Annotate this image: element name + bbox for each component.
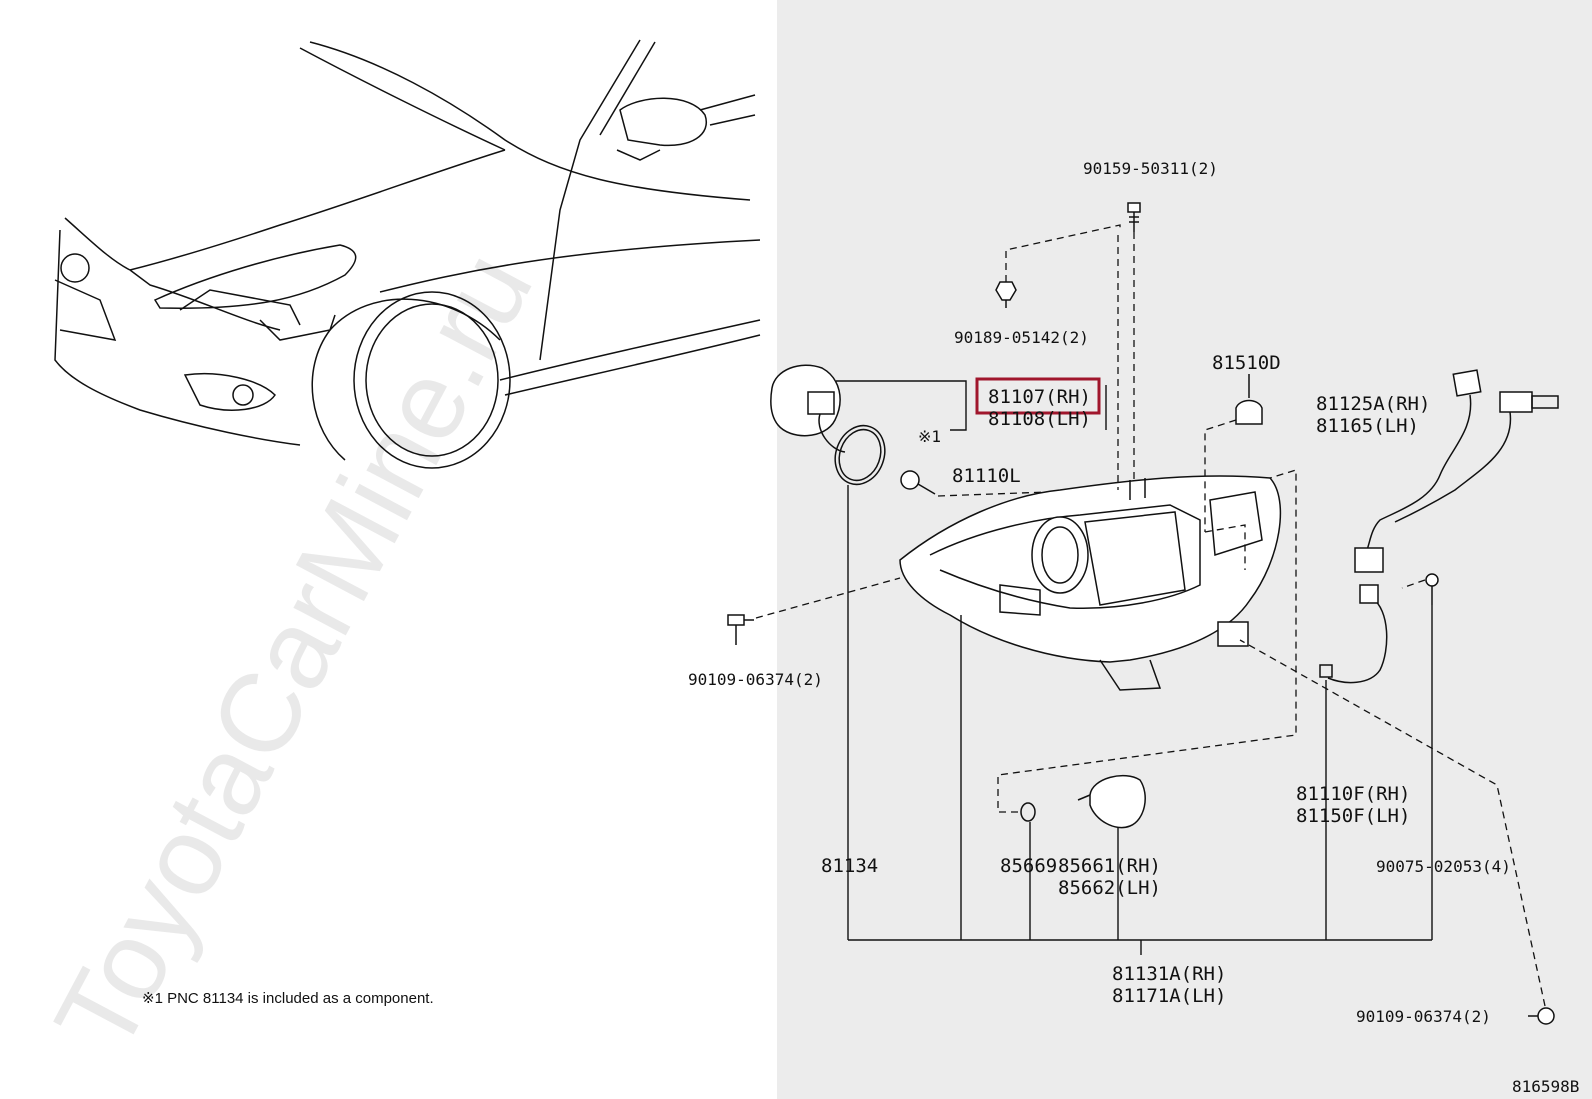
footnote: ※1 PNC 81134 is included as a component.	[142, 990, 434, 1007]
label-90109-06374-left: 90109-06374(2)	[688, 670, 823, 689]
side-bulb-81110L-icon	[900, 470, 936, 495]
leader-81107	[836, 380, 967, 431]
label-81165-lh: 81165(LH)	[1316, 415, 1419, 437]
wire-harness-81125A-icon	[1319, 369, 1559, 684]
label-90189-05142: 90189-05142(2)	[954, 328, 1089, 347]
label-81110F-rh: 81110F(RH)	[1296, 783, 1410, 805]
label-81134: 81134	[821, 855, 878, 877]
leader-85669	[997, 469, 1297, 813]
note-reference-mark: ※1	[918, 427, 941, 446]
label-90159-50311: 90159-50311(2)	[1083, 159, 1218, 178]
headlamp-cover-cap-icon	[770, 364, 886, 486]
headlamp-assembly-icon	[899, 475, 1282, 691]
label-90075-02053: 90075-02053(4)	[1376, 857, 1511, 876]
screw-90075-icon	[1425, 573, 1439, 605]
label-81110L: 81110L	[952, 465, 1021, 487]
leader-81510D	[1204, 419, 1237, 532]
leader-90109-left	[755, 577, 901, 619]
bolt-90159-icon	[1127, 202, 1141, 232]
label-81150F-lh: 81150F(LH)	[1296, 805, 1410, 827]
socket-85661-icon	[1077, 774, 1146, 829]
o-ring-85669-icon	[1020, 802, 1036, 822]
label-81131A-rh: 81131A(RH)	[1112, 963, 1226, 985]
assembly-bracket	[847, 485, 1433, 955]
label-85669: 85669	[1000, 855, 1057, 877]
bolt-90109-left-icon	[727, 614, 754, 645]
leader-90189	[1005, 224, 1121, 282]
label-85661-rh: 85661(RH)	[1058, 855, 1161, 877]
leader-81110L	[937, 491, 1049, 497]
bulb-81510D-icon	[1235, 374, 1263, 425]
watermark: ToyotaCarMine.ru	[31, 232, 556, 1071]
label-81171A-lh: 81171A(LH)	[1112, 985, 1226, 1007]
nut-90189-icon	[995, 281, 1017, 308]
leader-sub-assembly	[1204, 524, 1246, 570]
label-90109-06374-right: 90109-06374(2)	[1356, 1007, 1491, 1026]
label-81108-lh: 81108(LH)	[988, 408, 1091, 430]
label-81125A-rh: 81125A(RH)	[1316, 393, 1430, 415]
car-front-sketch	[54, 39, 761, 469]
label-81107-rh: 81107(RH)	[988, 386, 1091, 408]
highlight-box-81107	[975, 377, 1101, 415]
diagram-id: 816598B	[1512, 1077, 1579, 1096]
label-85662-lh: 85662(LH)	[1058, 877, 1161, 899]
bolt-90109-right-icon	[1528, 1007, 1555, 1025]
label-81510D: 81510D	[1212, 352, 1281, 374]
leader-90075	[1401, 579, 1426, 589]
